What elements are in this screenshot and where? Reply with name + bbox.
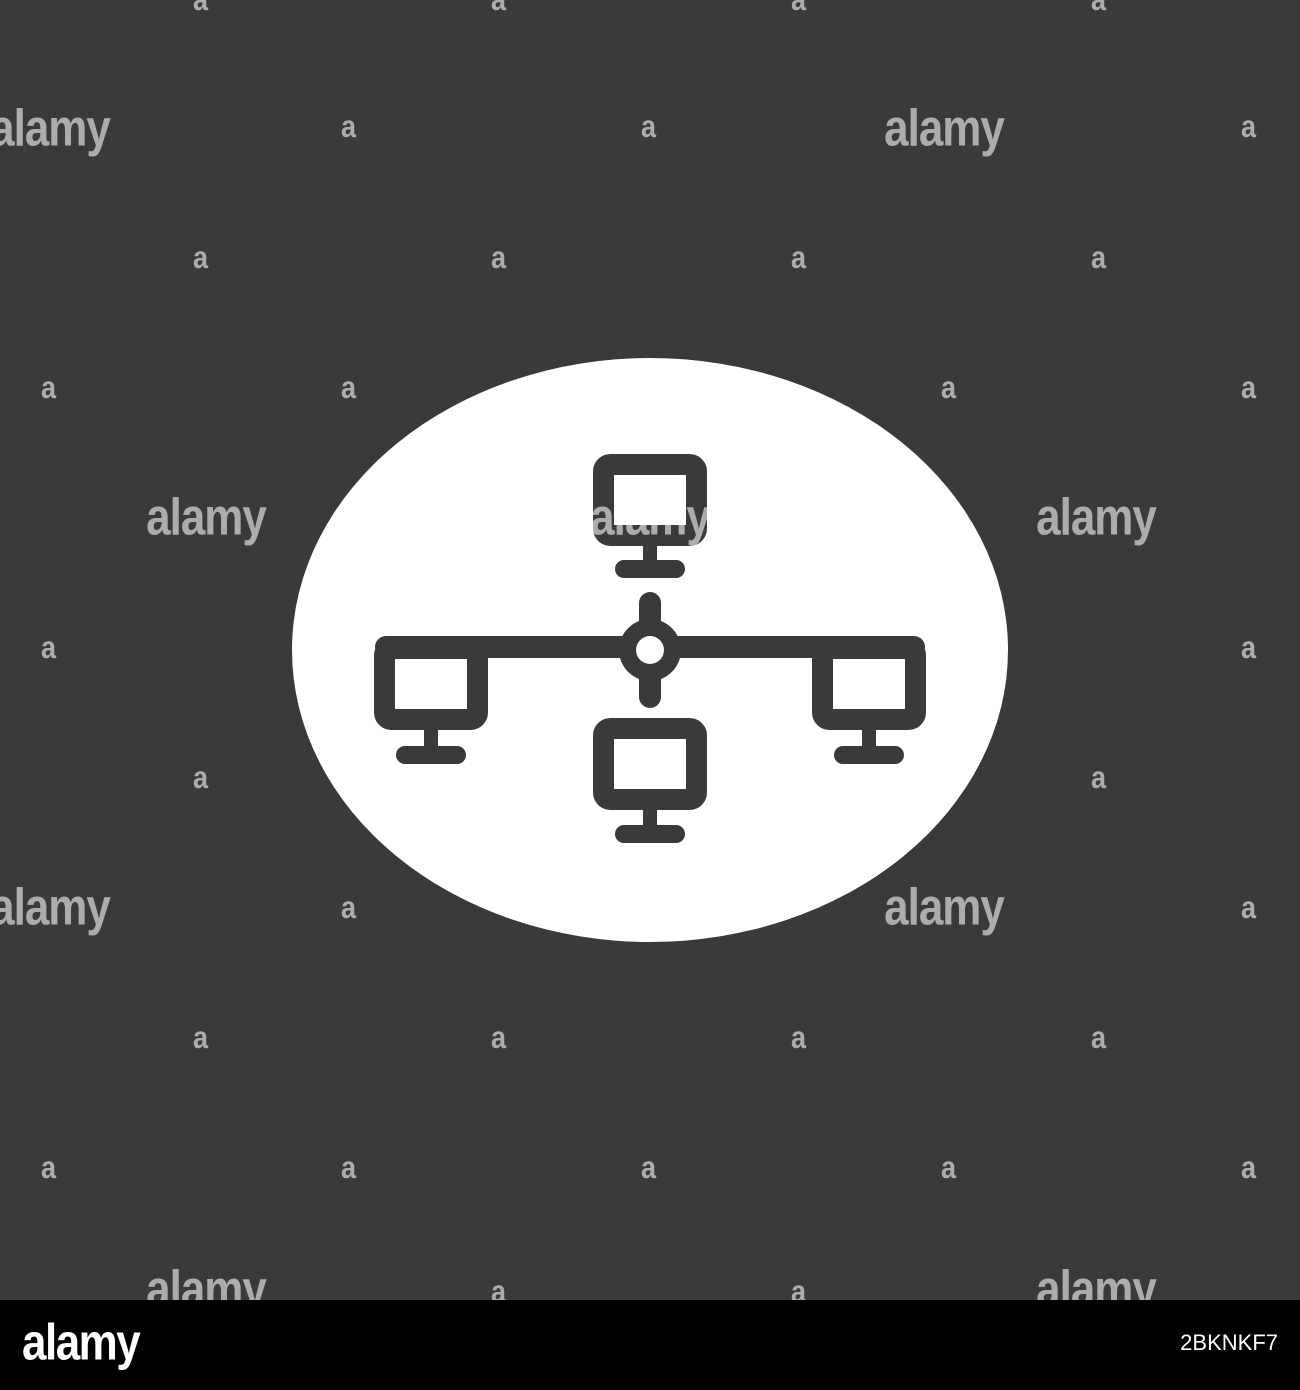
footer-bar: alamy 2BKNKF7 — [0, 1300, 1300, 1390]
network-topology-icon — [374, 454, 926, 843]
computer-left-icon — [374, 638, 488, 764]
computer-bottom-icon — [593, 718, 707, 843]
image-id: 2BKNKF7 — [1180, 1330, 1278, 1355]
network-illustration — [0, 0, 1300, 1300]
computer-top-icon — [593, 454, 707, 578]
hub-icon — [619, 592, 681, 708]
alamy-logo: alamy — [22, 1314, 141, 1371]
computer-right-icon — [812, 638, 926, 764]
image-area: alamy alamy alamy alamy alamy alamy alam… — [0, 0, 1300, 1300]
